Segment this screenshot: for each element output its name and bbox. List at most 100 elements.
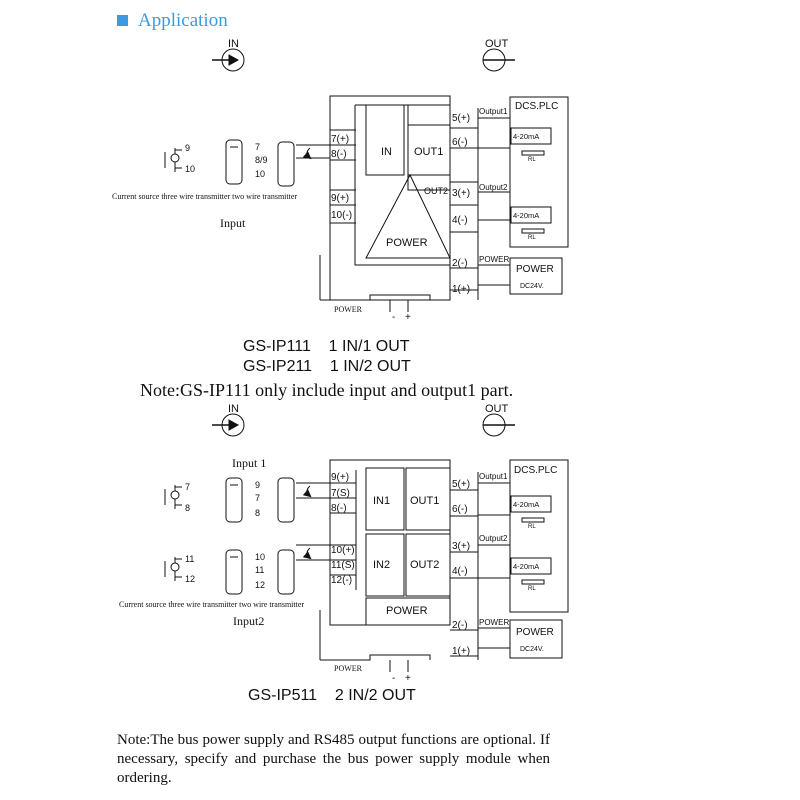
d1-term-9: 9(+) bbox=[331, 193, 349, 204]
in-indicator-icon bbox=[212, 48, 245, 72]
d2-power-box bbox=[509, 619, 563, 659]
model-line-2: GS-IP211 1 IN/2 OUT bbox=[243, 358, 411, 376]
d1-term-7: 7(+) bbox=[331, 134, 349, 145]
d1-output2: Output2 bbox=[479, 183, 508, 192]
d1-three-wire-transmitter-icon bbox=[225, 139, 243, 185]
block-in2 bbox=[365, 533, 405, 597]
out-indicator-icon bbox=[482, 48, 515, 72]
in-indicator-2-icon bbox=[212, 413, 245, 437]
block-out1-2-label: OUT1 bbox=[410, 495, 439, 507]
block-out2-2-label: OUT2 bbox=[410, 559, 439, 571]
d1-minus: - bbox=[392, 312, 395, 323]
d2-power-bus: POWER bbox=[479, 618, 509, 627]
in-label-2: IN bbox=[228, 403, 239, 415]
d2-input1-caption: Input 1 bbox=[232, 456, 266, 470]
d2-out-6: 6(-) bbox=[452, 504, 468, 515]
d1-out-4: 4(-) bbox=[452, 215, 468, 226]
d1-out-3: 3(+) bbox=[452, 188, 470, 199]
d2-tw1-term-9: 9 bbox=[255, 480, 260, 490]
d2-current-1: 4-20mA bbox=[513, 500, 539, 509]
d1-dc-label: DC24V. bbox=[520, 283, 544, 290]
d2-out-4: 4(-) bbox=[452, 566, 468, 577]
d2-plus: + bbox=[405, 673, 411, 684]
d2-out-3: 3(+) bbox=[452, 541, 470, 552]
block-power-label: POWER bbox=[386, 237, 428, 249]
d1-cs-term-9: 9 bbox=[185, 143, 190, 153]
d2-current-2: 4-20mA bbox=[513, 562, 539, 571]
d1-term-8: 8(-) bbox=[331, 149, 347, 160]
d2-two-wire-transmitter-2-icon bbox=[277, 544, 330, 595]
d2-dc-label: DC24V. bbox=[520, 646, 544, 653]
model-desc: 1 IN/2 OUT bbox=[329, 358, 411, 375]
d2-tw1-term-8: 8 bbox=[255, 508, 260, 518]
d1-term-10: 10(-) bbox=[331, 210, 352, 221]
d2-cs2-term-12: 12 bbox=[185, 574, 195, 584]
d2-current-source-1-icon bbox=[164, 485, 182, 509]
d2-tw2-term-10: 10 bbox=[255, 552, 265, 562]
block-out2-2 bbox=[405, 533, 451, 597]
d2-term-9: 9(+) bbox=[331, 472, 349, 483]
heading-bullet bbox=[117, 15, 128, 26]
d1-rl-2: RL bbox=[528, 235, 536, 241]
out-indicator-2-icon bbox=[482, 413, 515, 437]
d2-out-2: 2(-) bbox=[452, 620, 468, 631]
diagram-1: IN OUT IN OUT1 OUT2 POWER 7(+) 8(-) 9(+)… bbox=[112, 38, 569, 323]
diagram-2: IN OUT Input 1 IN1 OUT1 IN2 OUT2 POWER 9… bbox=[119, 403, 569, 684]
block-power-2-label: POWER bbox=[386, 605, 428, 617]
model-line-1: GS-IP111 1 IN/1 OUT bbox=[243, 338, 410, 356]
d2-out-1: 1(+) bbox=[452, 646, 470, 657]
d1-out-2: 2(-) bbox=[452, 258, 468, 269]
d2-rl-1: RL bbox=[528, 524, 536, 530]
d1-output1: Output1 bbox=[479, 107, 508, 116]
note-1: Note:GS-IP111 only include input and out… bbox=[140, 380, 514, 400]
d2-term-11s: 11(S) bbox=[331, 560, 355, 571]
d1-out-5: 5(+) bbox=[452, 113, 470, 124]
d2-term-8: 8(-) bbox=[331, 503, 347, 514]
block-in1 bbox=[365, 467, 405, 531]
d1-rl-1: RL bbox=[528, 157, 536, 163]
d2-out-5: 5(+) bbox=[452, 479, 470, 490]
d1-cs-term-10: 10 bbox=[185, 164, 195, 174]
block-out1-label: OUT1 bbox=[414, 146, 443, 158]
d2-term-12: 12(-) bbox=[331, 575, 352, 586]
block-power-2 bbox=[365, 597, 451, 626]
d2-minus: - bbox=[392, 673, 395, 684]
d2-three-wire-transmitter-2-icon bbox=[225, 549, 243, 595]
in-label: IN bbox=[228, 38, 239, 50]
block-out2-label: OUT2 bbox=[424, 186, 448, 196]
d2-rl-2: RL bbox=[528, 586, 536, 592]
d1-power-bus: POWER bbox=[479, 255, 509, 264]
d1-power-box bbox=[509, 257, 563, 295]
d2-dcs-box bbox=[509, 459, 569, 613]
d2-cs1-term-8: 8 bbox=[185, 503, 190, 513]
d2-dcs-label: DCS.PLC bbox=[514, 465, 557, 476]
d1-out-6: 6(-) bbox=[452, 137, 468, 148]
model-desc: 2 IN/2 OUT bbox=[334, 687, 416, 704]
out-label: OUT bbox=[485, 38, 509, 50]
d2-input2-caption: Input2 bbox=[233, 614, 264, 628]
d2-cs2-term-11: 11 bbox=[185, 554, 194, 564]
d2-sources-caption: Current source three wire transmitter tw… bbox=[119, 600, 304, 609]
block-in1-label: IN1 bbox=[373, 495, 390, 507]
d1-current-1: 4-20mA bbox=[513, 132, 539, 141]
d1-current-source-icon bbox=[164, 148, 182, 172]
d2-three-wire-transmitter-1-icon bbox=[225, 477, 243, 523]
d2-tw2-term-11: 11 bbox=[255, 565, 264, 575]
d2-power-bottom: POWER bbox=[334, 664, 363, 673]
d2-cs1-term-7: 7 bbox=[185, 482, 190, 492]
d2-output2: Output2 bbox=[479, 534, 508, 543]
model-line-3: GS-IP511 2 IN/2 OUT bbox=[248, 687, 416, 705]
block-in2-label: IN2 bbox=[373, 559, 390, 571]
d1-plus: + bbox=[405, 312, 411, 323]
block-in-label: IN bbox=[381, 146, 392, 158]
d1-out-1: 1(+) bbox=[452, 284, 470, 295]
d2-two-wire-transmitter-1-icon bbox=[277, 477, 330, 523]
d1-power-box-label: POWER bbox=[516, 264, 554, 275]
d2-output1: Output1 bbox=[479, 472, 508, 481]
model-code: GS-IP111 bbox=[243, 338, 311, 355]
block-in bbox=[365, 104, 405, 176]
module-outline bbox=[329, 95, 451, 301]
d1-input-caption: Input bbox=[220, 216, 246, 230]
out-label-2: OUT bbox=[485, 403, 509, 415]
